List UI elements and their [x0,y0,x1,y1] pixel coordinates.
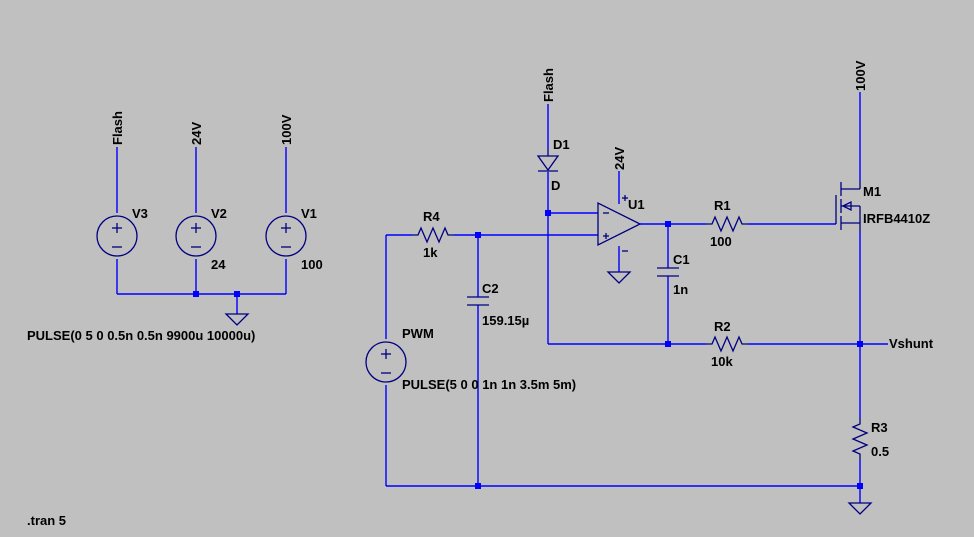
net-label-24v-left: 24V [189,122,204,145]
d1-model-label: D [551,178,560,193]
r2-value-label: 10k [711,354,733,369]
resistor-r3 [851,418,869,460]
r2-name-label: R2 [714,319,731,334]
c2-name-label: C2 [482,281,499,296]
net-label-vshunt: Vshunt [889,336,934,351]
spice-directive: .tran 5 [27,513,66,528]
net-label-24v-opamp: 24V [612,147,627,170]
r1-name-label: R1 [714,198,731,213]
r3-name-label: R3 [871,420,888,435]
ground-symbol-right [847,502,873,515]
net-label-100v-mosfet: 100V [853,60,868,91]
net-label-flash-left: Flash [110,111,125,145]
resistor-r4 [412,226,454,244]
net-label-100v-left: 100V [279,114,294,145]
pwm-pulse-spec: PULSE(5 0 0 1n 1n 3.5m 5m) [402,377,576,392]
resistor-r1 [706,215,748,233]
m1-model-label: IRFB4410Z [863,211,930,226]
junctions [193,210,863,489]
voltage-source-v2 [175,215,217,257]
resistor-r2 [706,335,748,353]
r3-value-label: 0.5 [871,444,889,459]
v1-value-label: 100 [301,257,323,272]
capacitor-c1 [657,267,679,277]
v2-name-label: V2 [211,206,227,221]
v1-name-label: V1 [301,206,317,221]
pwm-name-label: PWM [402,326,434,341]
r4-value-label: 1k [423,245,438,260]
r4-name-label: R4 [423,209,440,224]
ground-symbol-left [224,313,250,326]
diode-d1 [536,149,560,172]
wires [116,92,888,503]
u1-name-label: U1 [628,197,645,212]
voltage-source-v1 [265,215,307,257]
v2-value-label: 24 [211,257,226,272]
v3-name-label: V3 [132,206,148,221]
pulse-v3-spec: PULSE(0 5 0 0.5n 0.5n 9900u 10000u) [27,328,255,343]
d1-name-label: D1 [553,137,570,152]
capacitor-c2 [467,296,489,306]
c2-value-label: 159.15µ [482,313,529,328]
voltage-source-v3 [96,215,138,257]
r1-value-label: 100 [710,234,732,249]
net-label-flash-diode: Flash [541,68,556,102]
opamp-u1 [597,195,642,252]
mosfet-m1 [835,180,861,232]
ground-symbol-opamp [606,271,632,284]
c1-value-label: 1n [673,282,688,297]
voltage-source-pwm [365,341,407,383]
m1-name-label: M1 [863,184,881,199]
c1-name-label: C1 [673,252,690,267]
